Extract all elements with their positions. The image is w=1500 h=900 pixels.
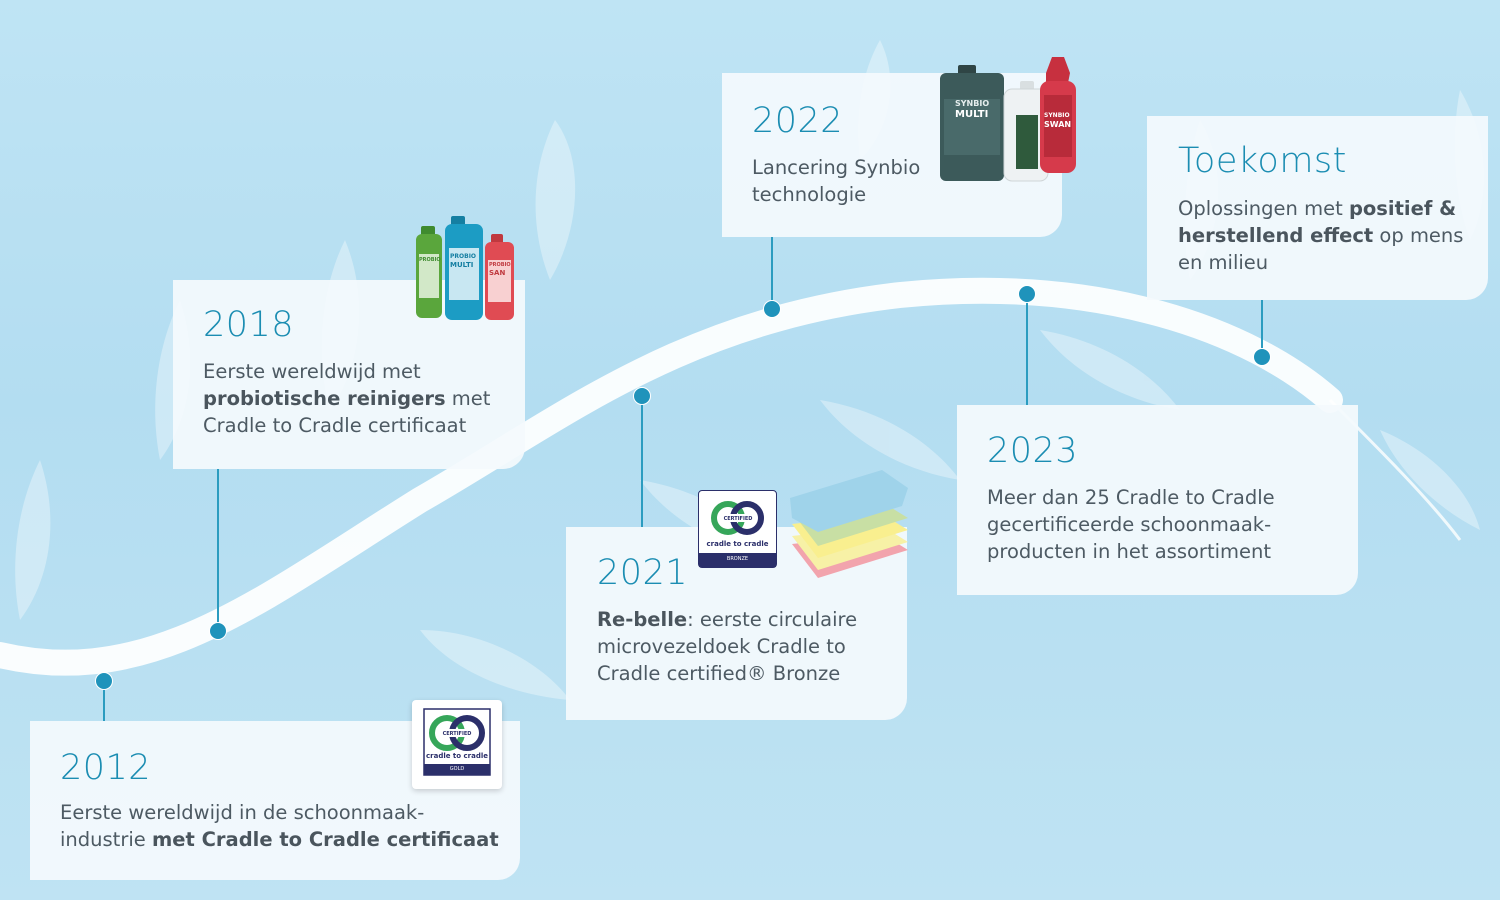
milestone-year: 2012 (60, 748, 152, 788)
timeline-dot-toekomst (1253, 348, 1271, 366)
description-line: en milieu (1178, 251, 1269, 274)
description-line: microvezeldoek Cradle to (597, 635, 846, 658)
description-text: op mens (1373, 224, 1464, 247)
synbio-label: SYNBIO (1044, 112, 1070, 119)
description-line: Cradle certified® Bronze (597, 662, 841, 685)
milestone-description: Oplossingen met positief & herstellend e… (1178, 195, 1478, 276)
c2c-gold-badge: CERTIFIED cradle to cradle GOLD (412, 700, 502, 789)
description-bold: Re-belle (597, 608, 688, 631)
description-text: met (445, 387, 491, 410)
probio-label: PROBIO (419, 257, 441, 263)
connector-2023 (1026, 294, 1028, 405)
description-line: gecertificeerde schoonmaak- (987, 513, 1272, 536)
c2c-bronze-badge: CERTIFIED cradle to cradle BRONZE (698, 490, 777, 568)
milestone-description: Meer dan 25 Cradle to Cradle gecertifice… (987, 484, 1347, 565)
badge-level-label: BRONZE (726, 556, 749, 562)
milestone-year: 2022 (752, 101, 844, 141)
description-text: : eerste circulaire (687, 608, 858, 631)
milestone-description: Eerste wereldwijd met probiotische reini… (203, 358, 523, 439)
milestone-description: Lancering Synbio technologie (752, 154, 962, 208)
milestone-description: Re-belle: eerste circulaire microvezeldo… (597, 606, 907, 687)
timeline-dot-2021 (633, 387, 651, 405)
probio-label: SAN (489, 269, 506, 277)
microfiber-cloths-image (790, 470, 908, 578)
description-bold: positief & (1348, 197, 1457, 220)
milestone-year: 2018 (203, 305, 295, 345)
synbio-label: SWAN (1044, 120, 1072, 129)
description-line: Cradle to Cradle certificaat (203, 414, 467, 437)
c2c-logo-icon (699, 501, 776, 567)
badge-brand-label: cradle to cradle (426, 752, 488, 760)
milestone-year: 2021 (597, 553, 689, 593)
description-text: Oplossingen met (1178, 197, 1349, 220)
milestone-year: 2023 (987, 431, 1079, 471)
description-line: Meer dan 25 Cradle to Cradle (987, 486, 1275, 509)
synbio-bottles-image (940, 57, 1076, 182)
badge-brand-label: cradle to cradle (706, 540, 769, 548)
timeline-dot-2023 (1018, 285, 1036, 303)
description-line: Eerste wereldwijd in de schoonmaak- (60, 801, 425, 824)
milestone-description: Eerste wereldwijd in de schoonmaak- indu… (60, 799, 510, 853)
badge-certified-label: CERTIFIED (442, 731, 472, 737)
connector-2018 (217, 469, 219, 631)
milestone-card-2023: 2023 Meer dan 25 Cradle to Cradle gecert… (957, 405, 1358, 595)
probio-label: PROBIO (450, 253, 477, 260)
description-line: technologie (752, 183, 867, 206)
milestone-card-2012: 2012 Eerste wereldwijd in de schoonmaak-… (30, 721, 520, 880)
description-bold: herstellend effect (1178, 224, 1374, 247)
probio-label: MULTI (450, 261, 474, 269)
connector-2021 (641, 396, 643, 527)
description-bold: probiotische reinigers (203, 387, 446, 410)
description-line: producten in het assortiment (987, 540, 1272, 563)
badge-level-label: GOLD (449, 766, 465, 772)
probio-label: PROBIO (489, 262, 511, 268)
synbio-label: SYNBIO (955, 99, 990, 108)
timeline-dot-2012 (95, 672, 113, 690)
description-line: Eerste wereldwijd met (203, 360, 421, 383)
timeline-dot-2022 (763, 300, 781, 318)
description-line: Lancering Synbio (752, 156, 921, 179)
milestone-year: Toekomst (1178, 141, 1347, 181)
timeline-dot-2018 (209, 622, 227, 640)
probio-bottles-image (416, 216, 514, 320)
description-text: industrie (60, 828, 152, 851)
c2c-logo-icon (423, 708, 491, 776)
connector-toekomst (1261, 300, 1263, 357)
connector-2012 (103, 681, 105, 721)
badge-certified-label: CERTIFIED (723, 516, 753, 522)
milestone-card-toekomst: Toekomst Oplossingen met positief & hers… (1147, 116, 1488, 300)
synbio-label: MULTI (955, 109, 989, 120)
description-bold: met Cradle to Cradle certificaat (151, 828, 499, 851)
connector-2022 (771, 237, 773, 309)
